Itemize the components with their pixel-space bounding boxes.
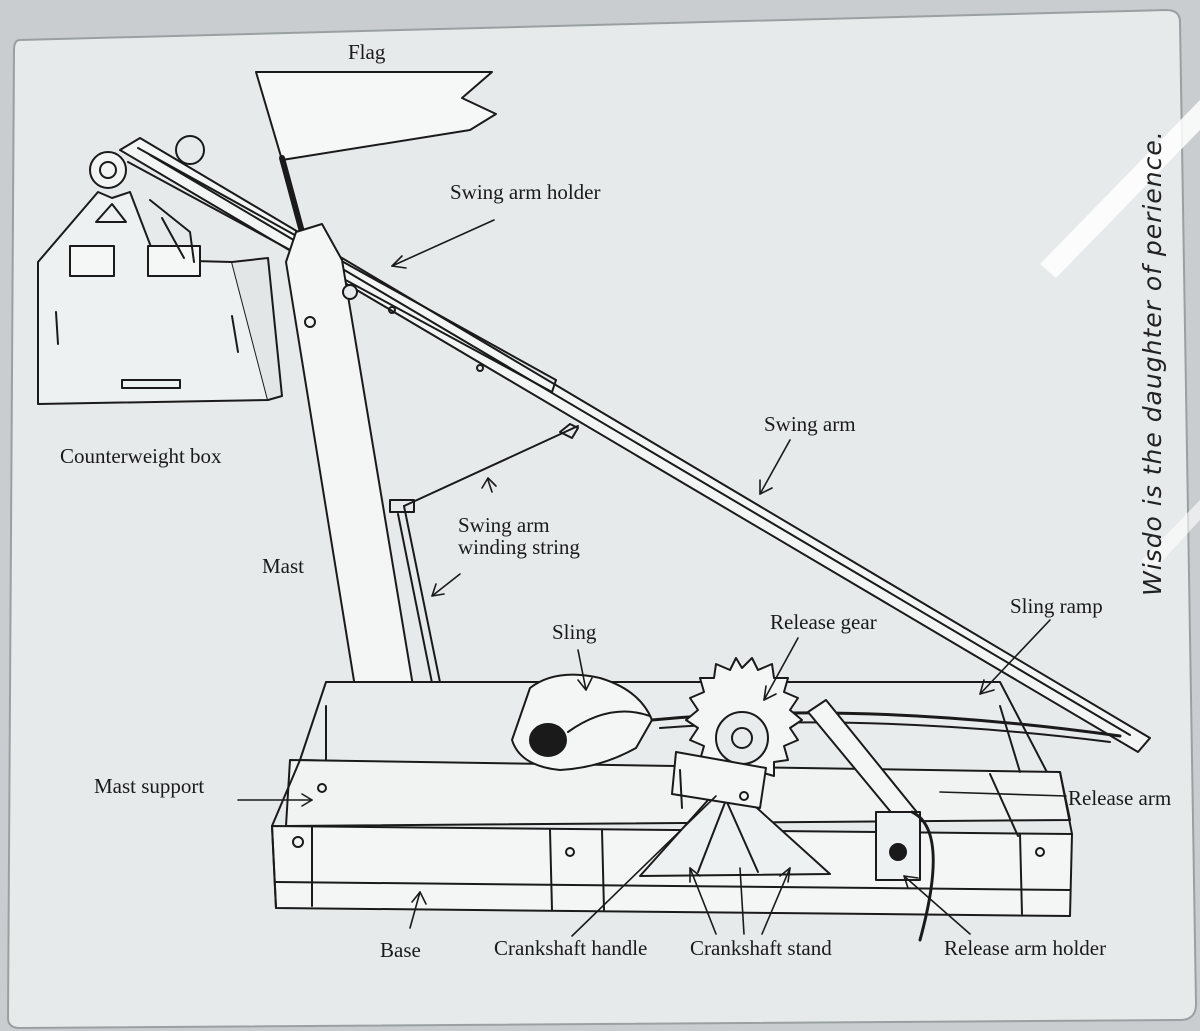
release-arm bbox=[807, 699, 935, 942]
label-crankshaft-handle: Crankshaft handle bbox=[494, 936, 648, 960]
label-swing-arm: Swing arm bbox=[764, 412, 856, 436]
label-release-arm: Release arm bbox=[1068, 786, 1172, 810]
label-sling: Sling bbox=[552, 620, 597, 644]
glare bbox=[1142, 500, 1200, 574]
label-release-arm-holder: Release arm holder bbox=[944, 936, 1107, 960]
label-mast-support: Mast support bbox=[94, 774, 205, 798]
counterweight-box bbox=[37, 135, 283, 405]
label-release-gear: Release gear bbox=[770, 610, 877, 634]
label-mast: Mast bbox=[262, 554, 304, 578]
vertical-quote-text: Wisdo is the daughter of perience. bbox=[1138, 130, 1167, 596]
label-swing-arm-winding-string-line1: Swing arm bbox=[458, 513, 550, 537]
label-swing-arm-winding-string: Swing arm winding string bbox=[458, 514, 580, 558]
label-counterweight-box: Counterweight box bbox=[60, 444, 222, 468]
leader-lines bbox=[237, 219, 1067, 937]
flag bbox=[255, 71, 497, 235]
label-swing-arm-winding-string-line2: winding string bbox=[458, 535, 580, 560]
label-base: Base bbox=[380, 938, 421, 962]
label-sling-ramp: Sling ramp bbox=[1010, 594, 1103, 618]
sling bbox=[511, 673, 1122, 771]
label-crankshaft-stand: Crankshaft stand bbox=[690, 936, 832, 960]
crankshaft bbox=[639, 751, 831, 877]
glare bbox=[1040, 100, 1200, 278]
label-flag: Flag bbox=[348, 40, 386, 64]
label-swing-arm-holder: Swing arm holder bbox=[450, 180, 601, 204]
